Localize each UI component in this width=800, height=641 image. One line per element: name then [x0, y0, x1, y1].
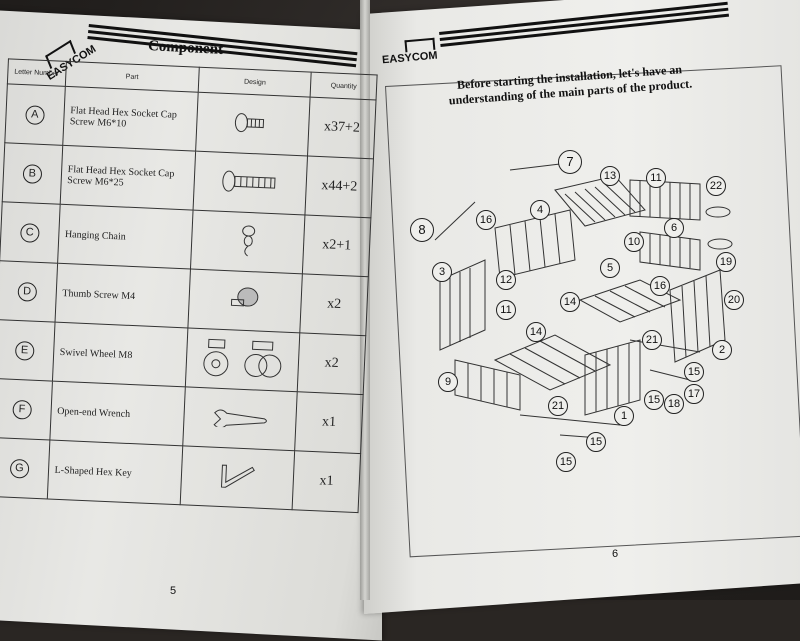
- thumb-screw-icon: [225, 306, 265, 319]
- hex-key-icon: [217, 482, 257, 495]
- letter-badge: G: [10, 458, 30, 478]
- row-quantity: x44+2: [305, 156, 373, 218]
- wheel-icon: [197, 370, 287, 385]
- row-letter-cell: A: [5, 84, 65, 145]
- part-callout: 8: [410, 218, 434, 242]
- part-callout: 4: [530, 200, 550, 220]
- row-part-name: Swivel Wheel M8: [52, 322, 188, 387]
- part-bottom-rail: [520, 415, 620, 425]
- row-letter-cell: G: [0, 438, 49, 499]
- row-letter-cell: E: [0, 320, 55, 381]
- part-callout: 22: [706, 176, 726, 196]
- wrench-icon: [210, 418, 270, 432]
- left-page-number: 5: [170, 585, 176, 597]
- row-quantity: x37+2: [308, 97, 376, 159]
- part-callout: 3: [432, 262, 452, 282]
- part-callout: 16: [650, 276, 670, 296]
- chain-icon: [235, 250, 259, 262]
- part-rod: [435, 202, 475, 240]
- letter-badge: C: [20, 223, 40, 243]
- part-disc-bottom: [708, 239, 732, 249]
- part-callout: 13: [600, 166, 620, 186]
- part-upper-divider: [640, 232, 700, 270]
- part-callout: 17: [684, 384, 704, 404]
- part-callout: 14: [526, 322, 546, 342]
- row-quantity: x1: [295, 392, 363, 454]
- row-design-cell: [196, 92, 311, 156]
- part-callout: 2: [712, 340, 732, 360]
- part-callout: 15: [556, 452, 576, 472]
- part-front-panel: [455, 360, 520, 410]
- right-page-number: 6: [612, 548, 618, 560]
- part-callout: 1: [614, 406, 634, 426]
- part-right-front-panel: [585, 340, 640, 415]
- part-top-bar: [510, 164, 560, 170]
- part-callout: 9: [438, 372, 458, 392]
- row-design-cell: [188, 269, 303, 333]
- part-disc-top: [706, 207, 730, 217]
- row-quantity: x2: [297, 333, 365, 395]
- part-callout: 18: [664, 394, 684, 414]
- letter-badge: F: [12, 399, 32, 419]
- part-left-upper-panel: [495, 210, 575, 278]
- part-callout: 21: [642, 330, 662, 350]
- part-callout: 11: [646, 168, 666, 188]
- part-base-shelf: [495, 335, 610, 390]
- part-callout: 15: [684, 362, 704, 382]
- part-callout: 15: [586, 432, 606, 452]
- letter-badge: A: [25, 105, 45, 125]
- part-callout: 12: [496, 270, 516, 290]
- letter-badge: B: [22, 164, 42, 184]
- header-quantity: Quantity: [310, 72, 377, 100]
- part-callout: 5: [600, 258, 620, 278]
- part-callout: 20: [724, 290, 744, 310]
- row-part-name: Open-end Wrench: [49, 381, 185, 446]
- row-design-cell: [193, 151, 308, 215]
- row-letter-cell: F: [0, 379, 52, 440]
- row-design-cell: [186, 328, 301, 392]
- row-letter-cell: C: [0, 202, 60, 263]
- row-design-cell: [183, 387, 298, 451]
- part-callout: 11: [496, 300, 516, 320]
- part-top-panel: [555, 176, 645, 226]
- letter-badge: D: [17, 282, 37, 302]
- part-back-right-panel: [630, 180, 700, 220]
- screw-short-icon: [233, 125, 273, 138]
- part-callout: 14: [560, 292, 580, 312]
- row-design-cell: [191, 210, 306, 274]
- row-quantity: x2: [300, 274, 368, 336]
- row-letter-cell: B: [2, 143, 62, 204]
- part-callout: 7: [558, 150, 582, 174]
- row-quantity: x2+1: [303, 215, 371, 277]
- letter-badge: E: [15, 340, 35, 360]
- row-part-name: Flat Head Hex Socket Cap Screw M6*25: [60, 145, 196, 210]
- header-letter: Letter Number: [7, 59, 66, 86]
- row-part-name: Hanging Chain: [57, 204, 193, 269]
- part-callout: 6: [664, 218, 684, 238]
- row-design-cell: [180, 446, 295, 510]
- part-callout: 19: [716, 252, 736, 272]
- row-part-name: Flat Head Hex Socket Cap Screw M6*10: [62, 86, 198, 151]
- row-quantity: x1: [292, 451, 360, 513]
- row-letter-cell: D: [0, 261, 57, 322]
- part-callout: 16: [476, 210, 496, 230]
- part-callout: 10: [624, 232, 644, 252]
- row-part-name: Thumb Screw M4: [55, 263, 191, 328]
- part-callout: 15: [644, 390, 664, 410]
- part-callout: 21: [548, 396, 568, 416]
- row-part-name: L-Shaped Hex Key: [47, 440, 183, 505]
- screw-long-icon: [220, 185, 280, 199]
